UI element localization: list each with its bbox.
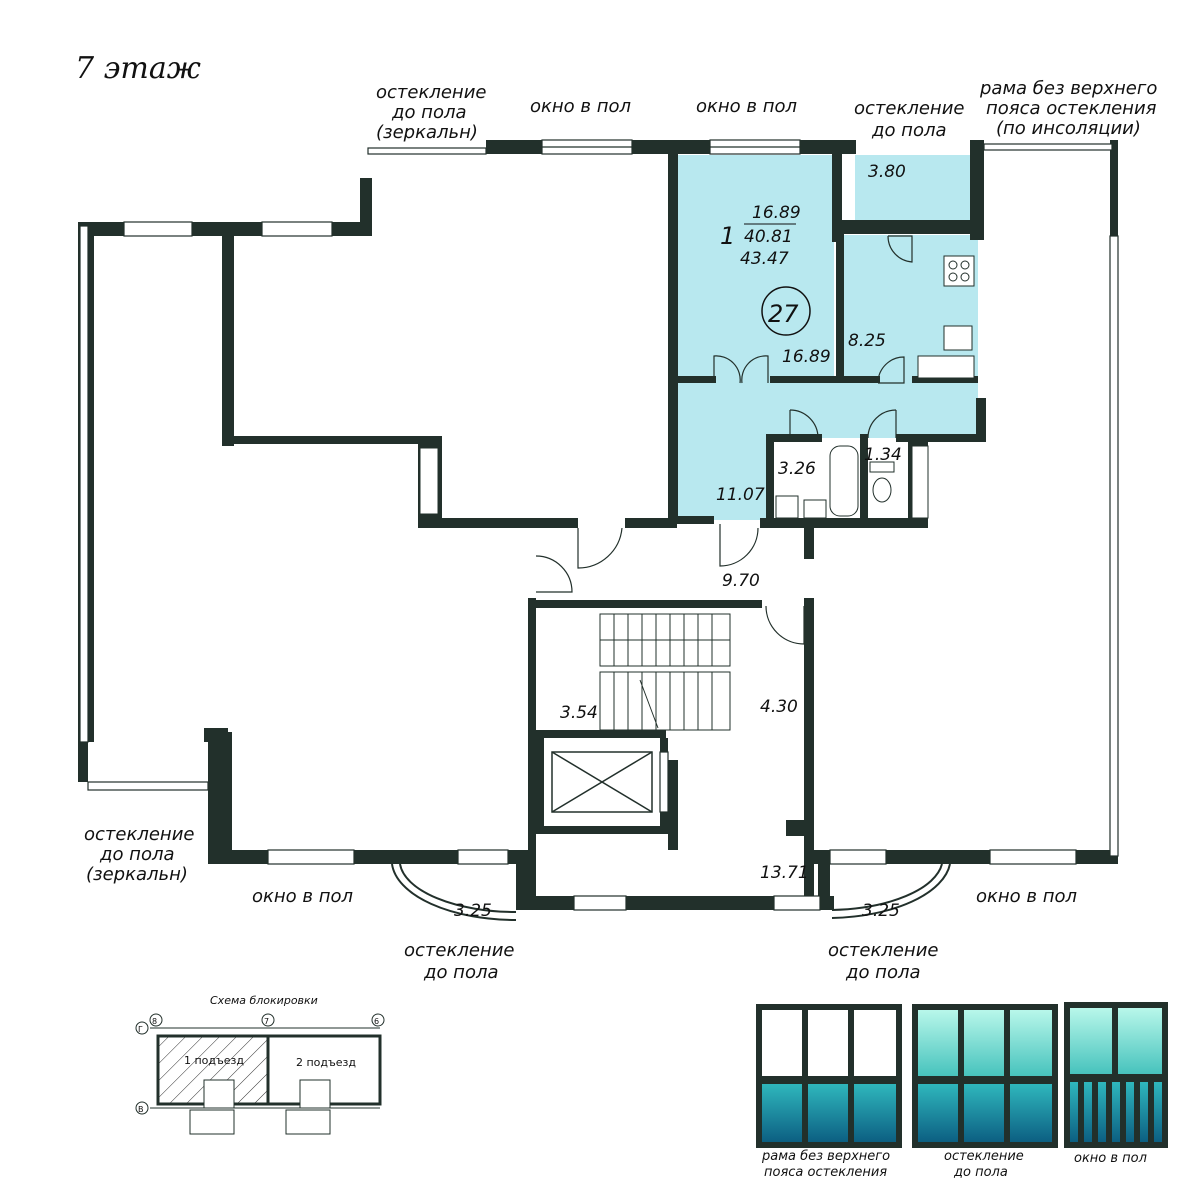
glazing-floor-top-l1: остекление [854, 98, 964, 119]
annotations: остекление до пола (зеркальн) окно в пол… [84, 78, 1157, 983]
lift-hall-area: 4.30 [760, 697, 798, 717]
corridor-area: 9.70 [722, 571, 760, 591]
legend-window-floor-swatch [1064, 1002, 1168, 1148]
glazing-floor-bottom-left-l1: остекление [404, 940, 514, 961]
apartment-27-fill [676, 155, 978, 520]
kitchen-area: 8.25 [848, 331, 886, 351]
living-room-area: 16.89 [782, 347, 831, 367]
window-floor-top-1: окно в пол [530, 96, 631, 117]
balcony-area: 3.80 [868, 162, 906, 182]
room-labels: 1 16.89 40.81 43.47 27 16.89 8.25 3.80 1… [454, 162, 906, 921]
mirror-glazing-left-l1: остекление [84, 824, 194, 845]
mirror-glazing-top-l3: (зеркальн) [376, 122, 478, 143]
glazing-floor-bottom-right-l2: до пола [845, 962, 921, 983]
lobby-area: 13.71 [760, 863, 809, 883]
doors [535, 235, 913, 645]
axis-6: 6 [374, 1017, 379, 1026]
block-scheme: Схема блокировки 1 подъезд 2 подъезд 8 7… [135, 994, 385, 1135]
legend-window-floor-label: окно в пол [1074, 1151, 1147, 1166]
living-area: 16.89 [752, 203, 801, 223]
bay-left-area: 3.25 [454, 901, 492, 921]
apartment-number: 27 [768, 300, 799, 328]
window-floor-bottom-left: окно в пол [252, 886, 353, 907]
stairs [599, 613, 731, 731]
legend-glazing-l2: до пола [953, 1165, 1008, 1180]
legend: рама без верхнего пояса остекления остек… [756, 1002, 1168, 1180]
fixtures [419, 255, 975, 519]
area-with-balcony: 43.47 [740, 249, 789, 269]
total-area: 40.81 [744, 227, 793, 247]
entrance-2-label: 2 подъезд [296, 1056, 356, 1069]
toilet-area: 1.34 [864, 445, 902, 465]
room-count: 1 [720, 222, 735, 250]
frame-top-l3: (по инсоляции) [996, 118, 1141, 139]
apartment-number-circle [761, 286, 811, 336]
windows [79, 139, 1119, 911]
mirror-glazing-top-l2: до пола [391, 102, 467, 123]
lift [551, 751, 653, 813]
frame-top-l2: пояса остекления [986, 98, 1157, 119]
mirror-glazing-left-l2: до пола [99, 844, 175, 865]
frame-top-l1: рама без верхнего [979, 78, 1157, 99]
axis-g: Г [138, 1025, 143, 1034]
axis-7: 7 [264, 1017, 269, 1026]
block-scheme-title: Схема блокировки [210, 994, 318, 1007]
entrance-1-label: 1 подъезд [184, 1054, 244, 1067]
mirror-glazing-top-l1: остекление [376, 82, 486, 103]
glazing-floor-bottom-left-l2: до пола [423, 962, 499, 983]
window-floor-top-2: окно в пол [696, 96, 797, 117]
mirror-glazing-left-l3: (зеркальн) [86, 864, 188, 885]
bay-windows [391, 863, 951, 922]
legend-frame-swatch [756, 1004, 902, 1148]
legend-glazing-l1: остекление [944, 1149, 1024, 1164]
glazing-floor-bottom-right-l1: остекление [828, 940, 938, 961]
axis-v: В [138, 1105, 144, 1114]
legend-glazing-swatch [912, 1004, 1058, 1148]
hall-area: 11.07 [716, 485, 765, 505]
bay-right-area: 3.25 [862, 901, 900, 921]
floor-title: 7 этаж [75, 51, 201, 86]
legend-frame-l2: пояса остекления [764, 1165, 887, 1180]
stair-area: 3.54 [560, 703, 598, 723]
legend-frame-l1: рама без верхнего [761, 1149, 890, 1164]
glazing-floor-top-l2: до пола [871, 120, 947, 141]
axis-8: 8 [152, 1017, 157, 1026]
window-floor-bottom-right: окно в пол [976, 886, 1077, 907]
bathroom-area: 3.26 [778, 459, 816, 479]
